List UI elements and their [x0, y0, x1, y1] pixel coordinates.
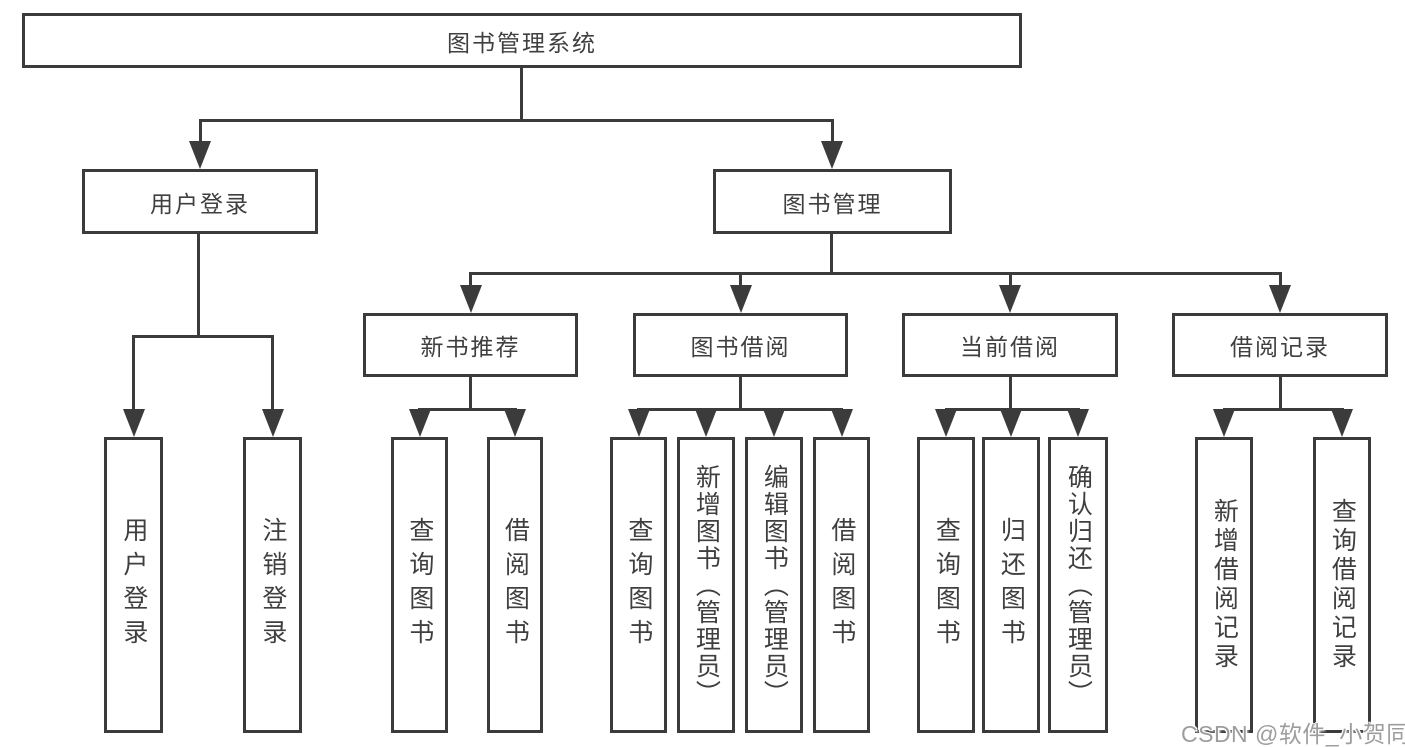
arrow-nb-borrow-icon [504, 409, 526, 437]
arrow-br-query-icon [1331, 409, 1353, 437]
leaf-bb-borrow-books: 借阅图书 [813, 437, 870, 733]
arrow-to-book-management-icon [821, 141, 843, 169]
connector-user-login-drop [198, 119, 202, 145]
connector-book-borrow-stem [739, 377, 742, 408]
leaf-nb-borrow-books: 借阅图书 [487, 437, 543, 733]
connector-root-stem [519, 68, 523, 119]
connector-book-management-drop [830, 119, 834, 145]
arrow-cb-query-icon [935, 409, 957, 437]
arrow-to-login-leaf-icon [122, 409, 145, 437]
leaf-nb-borrow-books-label: 借阅图书 [501, 517, 530, 653]
leaf-logout: 注销登录 [243, 437, 302, 733]
leaf-logout-label: 注销登录 [258, 517, 287, 653]
leaf-bb-edit-books-admin-label: 编辑图书（管理员） [760, 463, 789, 707]
connector-level1-rail [198, 119, 834, 122]
watermark-text: CSDN @软件_小贺同学 [1181, 721, 1405, 747]
connector-borrow-records-stem [1278, 377, 1282, 408]
node-user-login-label: 用户登录 [150, 190, 250, 217]
leaf-nb-query-books-label: 查询图书 [405, 517, 434, 653]
connector-new-book-stem [469, 377, 472, 408]
node-current-borrow: 当前借阅 [902, 313, 1118, 377]
leaf-br-add-record: 新增借阅记录 [1195, 437, 1253, 733]
leaf-bb-edit-books-admin: 编辑图书（管理员） [745, 437, 803, 733]
node-book-management: 图书管理 [713, 169, 952, 234]
node-new-book-recommend-label: 新书推荐 [420, 334, 521, 360]
node-book-management-label: 图书管理 [782, 190, 883, 217]
leaf-cb-confirm-return-admin: 确认归还（管理员） [1048, 437, 1108, 733]
connector-login-leaf-drop [132, 335, 135, 412]
node-book-borrow-label: 图书借阅 [690, 334, 791, 360]
node-borrow-records: 借阅记录 [1172, 313, 1388, 377]
connector-new-book-drop [469, 272, 472, 288]
connector-current-borrow-stem [1008, 377, 1012, 408]
arrow-bb-edit-icon [763, 409, 785, 437]
connector-borrow-records-drop [1278, 272, 1282, 288]
leaf-br-add-record-label: 新增借阅记录 [1210, 498, 1239, 672]
connector-user-login-rail [132, 335, 274, 338]
arrow-bb-add-icon [695, 409, 717, 437]
connector-new-book-rail [418, 408, 517, 411]
arrow-bb-query-icon [627, 409, 650, 437]
leaf-cb-return-books: 归还图书 [982, 437, 1040, 733]
arrow-cb-confirm-icon [1067, 409, 1089, 437]
node-book-borrow: 图书借阅 [633, 313, 848, 377]
leaf-cb-query-books-label: 查询图书 [932, 517, 961, 653]
arrow-to-borrow-records-icon [1269, 285, 1291, 313]
leaf-cb-return-books-label: 归还图书 [997, 517, 1026, 653]
arrow-nb-query-icon [408, 409, 431, 437]
leaf-user-login-label: 用户登录 [119, 517, 148, 653]
node-current-borrow-label: 当前借阅 [960, 334, 1060, 360]
node-new-book-recommend: 新书推荐 [363, 313, 578, 377]
leaf-br-query-record-label: 查询借阅记录 [1328, 498, 1357, 672]
connector-current-borrow-drop [1008, 272, 1012, 288]
leaf-bb-borrow-books-label: 借阅图书 [827, 517, 856, 653]
leaf-bb-query-books-label: 查询图书 [624, 517, 653, 653]
arrow-cb-return-icon [1000, 409, 1022, 437]
node-library-system-label: 图书管理系统 [447, 29, 597, 56]
arrow-to-new-book-icon [459, 285, 482, 313]
arrow-to-user-login-icon [189, 141, 211, 169]
arrow-br-add-icon [1213, 409, 1235, 437]
leaf-cb-query-books: 查询图书 [917, 437, 975, 733]
leaf-bb-query-books: 查询图书 [610, 437, 667, 733]
arrow-to-logout-leaf-icon [261, 409, 284, 437]
leaf-cb-confirm-return-admin-label: 确认归还（管理员） [1064, 463, 1093, 707]
connector-book-management-stem [829, 234, 833, 272]
leaf-nb-query-books: 查询图书 [391, 437, 448, 733]
node-user-login: 用户登录 [82, 169, 318, 234]
leaf-bb-add-books-admin: 新增图书（管理员） [677, 437, 735, 733]
connector-book-borrow-rail [637, 408, 843, 411]
connector-borrow-records-rail [1222, 408, 1344, 411]
arrow-bb-borrow-icon [830, 409, 853, 437]
connector-level2-rail [469, 272, 1281, 275]
connector-book-borrow-drop [739, 272, 742, 288]
arrow-to-book-borrow-icon [729, 285, 752, 313]
leaf-br-query-record: 查询借阅记录 [1313, 437, 1371, 733]
connector-logout-leaf-drop [271, 335, 274, 412]
leaf-user-login: 用户登录 [104, 437, 163, 733]
arrow-to-current-borrow-icon [999, 285, 1021, 313]
leaf-bb-add-books-admin-label: 新增图书（管理员） [692, 463, 721, 707]
connector-user-login-stem [197, 234, 200, 335]
node-borrow-records-label: 借阅记录 [1230, 334, 1330, 360]
node-library-system: 图书管理系统 [22, 13, 1022, 68]
